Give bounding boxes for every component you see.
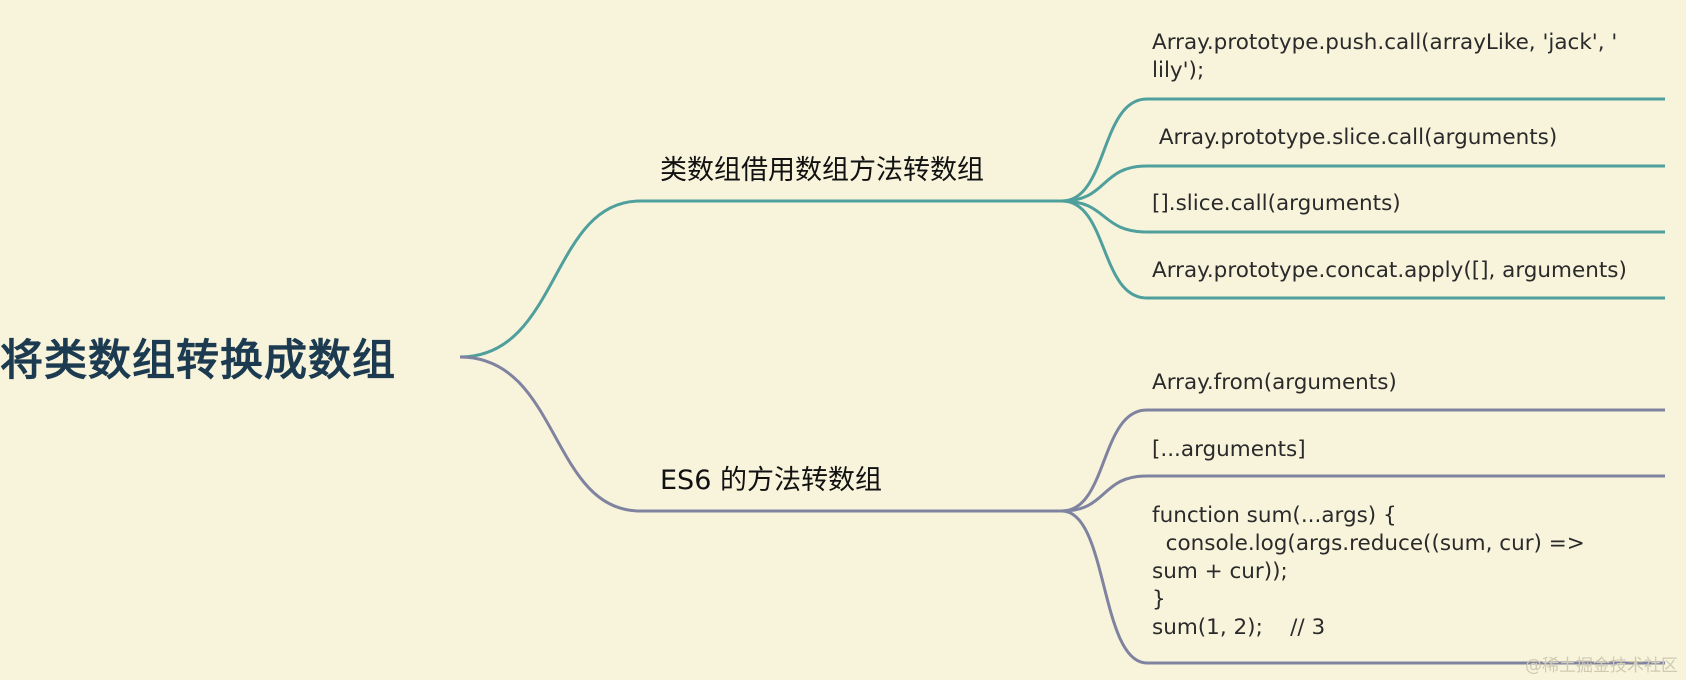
leaf-topic-concat-apply[interactable]: Array.prototype.concat.apply([], argumen… — [1152, 258, 1627, 283]
root-topic[interactable]: 将类数组转换成数组 — [0, 336, 396, 386]
branch-topic-es6-methods[interactable]: ES6 的方法转数组 — [660, 465, 882, 496]
leaf-topic-spread[interactable]: [...arguments] — [1152, 437, 1306, 462]
branch-2-leaf-2-connector — [1061, 474, 1665, 513]
root-to-branch-1-connector — [459, 199, 1062, 359]
branch-1-leaf-3-connector — [1061, 199, 1665, 234]
branch-1-leaf-2-connector — [1061, 164, 1665, 203]
watermark: @稀土掘金技术社区 — [1525, 656, 1678, 676]
leaf-topic-empty-array-slice[interactable]: [].slice.call(arguments) — [1152, 191, 1401, 216]
branch-2-leaf-1-connector — [1061, 408, 1665, 513]
branch-topic-array-methods[interactable]: 类数组借用数组方法转数组 — [660, 155, 984, 186]
branch-1-leaf-1-connector — [1061, 97, 1665, 203]
branch-1-leaf-4-connector — [1061, 199, 1665, 300]
root-to-branch-2-connector — [459, 355, 1062, 513]
leaf-topic-push-call[interactable]: Array.prototype.push.call(arrayLike, 'ja… — [1152, 30, 1618, 83]
leaf-topic-slice-call[interactable]: Array.prototype.slice.call(arguments) — [1152, 125, 1558, 150]
leaf-topic-rest-params[interactable]: function sum(...args) { console.log(args… — [1152, 503, 1585, 640]
leaf-topic-array-from[interactable]: Array.from(arguments) — [1152, 370, 1397, 395]
branch-2-leaf-3-connector — [1061, 509, 1665, 665]
